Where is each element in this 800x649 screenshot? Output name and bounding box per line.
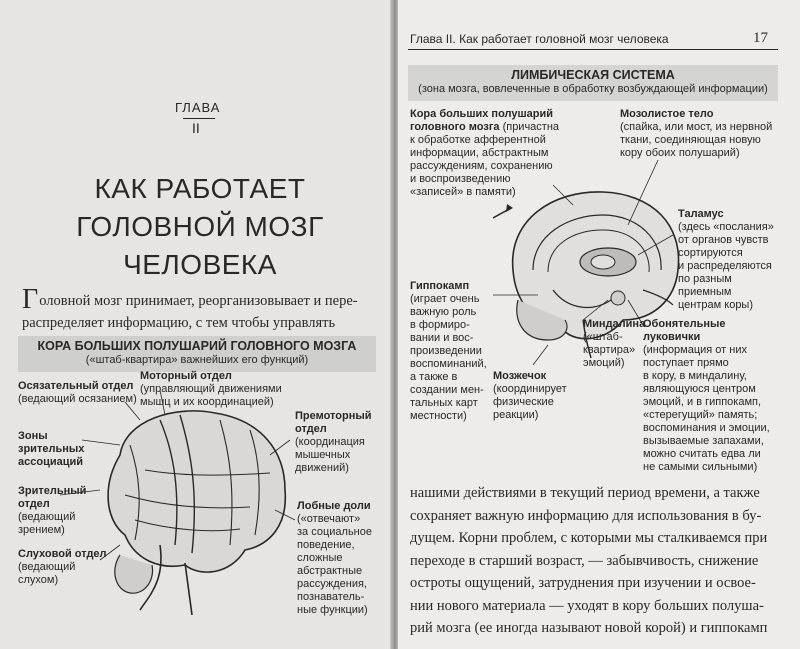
chapter-title: КАК РАБОТАЕТ ГОЛОВНОЙ МОЗГ ЧЕЛОВЕКА: [70, 170, 330, 284]
paragraph-line-2: распределяет информацию, с тем чтобы упр…: [22, 315, 336, 331]
cortex-box-subtitle: («штаб-квартира» важнейших его функций): [85, 354, 309, 366]
label-corpus-callosum: Мозолистое тело(спайка, или мост, из нер…: [620, 108, 773, 159]
chapter-rule: [183, 118, 215, 119]
title-line-2: ГОЛОВНОЙ МОЗГ: [76, 211, 324, 242]
body-line: рий мозга (ее иногда называют новой коро…: [410, 620, 768, 636]
limbic-leader-lines: [493, 159, 674, 366]
body-line: переходе в старший возраст, — забывчивос…: [410, 552, 759, 569]
body-line: остроты ощущений, затруднения при изучен…: [410, 575, 756, 591]
chapter-label: ГЛАВА: [175, 100, 221, 115]
body-line: нашими действиями в текущий период време…: [410, 485, 760, 501]
limbic-box-subtitle: (зона мозга, вовлеченные в обработку воз…: [418, 83, 768, 95]
label-amygdala: Миндалина(«штаб-квартира»эмоций): [583, 318, 646, 369]
cortex-box-title: КОРА БОЛЬШИХ ПОЛУШАРИЙ ГОЛОВНОГО МОЗГА: [37, 339, 357, 353]
cortex-caption-box: КОРА БОЛЬШИХ ПОЛУШАРИЙ ГОЛОВНОГО МОЗГА (…: [18, 336, 376, 372]
body-line: нии нового материала — уходят в кору бол…: [410, 597, 764, 614]
limbic-brain-illustration: [493, 191, 680, 359]
running-header: Глава II. Как работает головной мозг чел…: [410, 32, 669, 46]
body-text: нашими действиями в текущий период време…: [410, 482, 772, 640]
paragraph-line-1: оловной мозг принимает, реорганизовывает…: [39, 293, 358, 309]
header-rule: [408, 49, 778, 50]
page-number: 17: [753, 30, 768, 46]
drop-cap: Г: [22, 284, 39, 315]
body-line: сохраняет важную информацию для использо…: [410, 507, 762, 524]
label-sensory: Осязательный отдел(ведающий осязанием): [18, 380, 137, 405]
chapter-number: II: [192, 120, 200, 136]
book-gutter: [390, 0, 400, 649]
title-line-1: КАК РАБОТАЕТ: [94, 173, 306, 204]
left-page: ГЛАВА II КАК РАБОТАЕТ ГОЛОВНОЙ МОЗГ ЧЕЛО…: [0, 0, 393, 649]
title-line-3: ЧЕЛОВЕКА: [123, 249, 277, 280]
cortex-brain-illustration: [107, 410, 287, 616]
limbic-caption-box: ЛИМБИЧЕСКАЯ СИСТЕМА (зона мозга, вовлече…: [408, 65, 778, 101]
limbic-box-title: ЛИМБИЧЕСКАЯ СИСТЕМА: [511, 68, 675, 82]
right-page: Глава II. Как работает головной мозг чел…: [398, 0, 800, 649]
label-thalamus: Таламус(здесь «послания»от органов чувст…: [678, 208, 774, 311]
body-line: дущем. Корни проблем, с которыми мы стал…: [410, 530, 768, 546]
cortex-leader-lines: [59, 389, 296, 561]
